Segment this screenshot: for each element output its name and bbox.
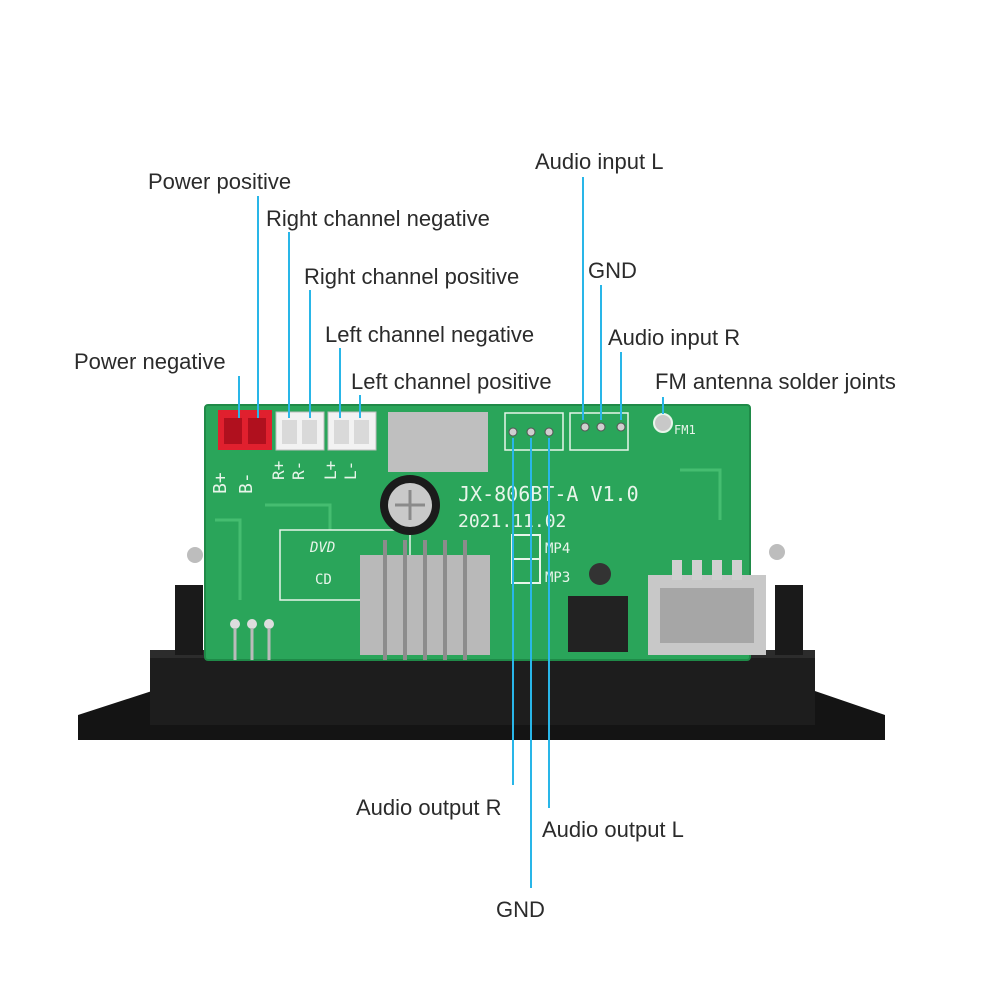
audio-input-header	[569, 412, 629, 451]
label-power-positive: Power positive	[148, 169, 292, 194]
front-bezel	[78, 585, 885, 740]
audio-jack	[568, 596, 628, 652]
capacitor	[380, 475, 440, 535]
amplifier-chip	[360, 540, 490, 660]
silk-l-minus: L-	[341, 461, 360, 480]
silk-dvd: DVD	[309, 540, 335, 556]
label-right-channel-negative: Right channel negative	[266, 206, 490, 231]
fm-antenna-pad	[653, 413, 673, 433]
left-speaker-connector	[327, 411, 377, 451]
microphone	[589, 563, 611, 585]
silk-mp3: MP3	[545, 570, 570, 586]
label-gnd-top: GND	[588, 258, 637, 283]
audio-output-header	[504, 412, 564, 451]
ir-receiver	[230, 619, 274, 660]
bluetooth-module	[388, 412, 488, 472]
silk-fm1: FM1	[674, 423, 696, 437]
label-gnd-bottom: GND	[496, 897, 545, 922]
screw-right	[769, 544, 785, 560]
silk-cd: CD	[315, 572, 332, 588]
label-right-channel-positive: Right channel positive	[304, 264, 520, 289]
label-left-channel-negative: Left channel negative	[325, 322, 535, 347]
label-audio-input-r: Audio input R	[608, 325, 741, 350]
usb-port	[648, 560, 766, 655]
label-power-negative: Power negative	[74, 349, 226, 374]
label-audio-input-l: Audio input L	[535, 149, 664, 174]
silk-r-plus: R+	[269, 461, 288, 480]
silk-b-minus: B-	[236, 472, 257, 494]
screw-left	[187, 547, 203, 563]
right-speaker-connector	[275, 411, 325, 451]
silk-mp4: MP4	[545, 541, 570, 557]
silk-l-plus: L+	[321, 461, 340, 480]
leader-lines	[238, 177, 664, 888]
label-fm-antenna: FM antenna solder joints	[655, 369, 896, 394]
silk-r-minus: R-	[289, 461, 308, 480]
label-left-channel-positive: Left channel positive	[351, 369, 552, 394]
power-connector	[218, 410, 272, 450]
silk-b-plus: B+	[210, 472, 231, 494]
label-audio-output-r: Audio output R	[356, 795, 502, 820]
label-audio-output-l: Audio output L	[542, 817, 684, 842]
